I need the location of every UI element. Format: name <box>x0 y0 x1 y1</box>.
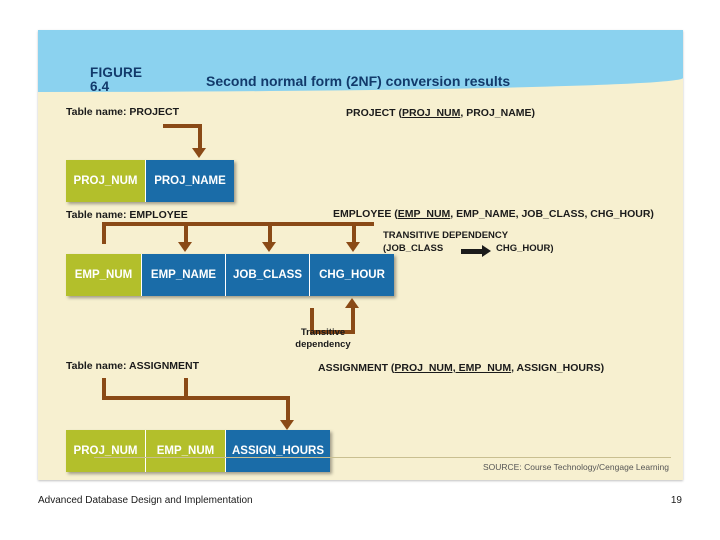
transitive-dependency-right: CHG_HOUR) <box>496 243 554 254</box>
relation-employee-key: EMP_NUM <box>397 208 451 220</box>
transitive-loop-arrow-head <box>345 298 359 308</box>
source-divider <box>94 457 671 458</box>
cell-job-class: JOB_CLASS <box>226 254 310 296</box>
footer-slide-number: 19 <box>670 495 682 506</box>
assignment-arrow-stem-left <box>102 378 106 400</box>
cell-emp-name: EMP_NAME <box>142 254 226 296</box>
figure-number-line2: 6.4 <box>90 79 110 94</box>
project-arrow-h <box>163 124 202 128</box>
relation-assignment-prefix: ASSIGNMENT ( <box>318 362 395 374</box>
table-employee: EMP_NUM EMP_NAME JOB_CLASS CHG_HOUR <box>66 254 394 296</box>
relation-employee: EMPLOYEE (EMP_NUM, EMP_NAME, JOB_CLASS, … <box>333 208 654 220</box>
cell-chg-hour: CHG_HOUR <box>310 254 394 296</box>
relation-employee-prefix: EMPLOYEE ( <box>333 208 398 220</box>
cell-assignment-proj-num: PROJ_NUM <box>66 430 146 472</box>
cell-assignment-emp-num: EMP_NUM <box>146 430 226 472</box>
employee-arrow-stem-2 <box>268 222 272 244</box>
relation-assignment-rest: , ASSIGN_HOURS) <box>511 362 605 374</box>
table-assignment: PROJ_NUM EMP_NUM ASSIGN_HOURS <box>66 430 330 472</box>
assignment-arrow-spine <box>102 396 288 400</box>
transitive-caption-line2: dependency <box>295 339 351 350</box>
figure-header-bar <box>38 30 683 78</box>
employee-arrow-head-3 <box>346 242 360 252</box>
figure-panel: Table name: PROJECT PROJECT (PROJ_NUM, P… <box>38 30 683 480</box>
project-arrow-v <box>198 124 202 150</box>
relation-assignment: ASSIGNMENT (PROJ_NUM, EMP_NUM, ASSIGN_HO… <box>318 362 604 374</box>
employee-arrow-stem-1 <box>184 222 188 244</box>
transitive-dependency-arrow-shaft <box>461 249 483 254</box>
figure-number: FIGURE 6.4 <box>90 66 142 94</box>
table-name-project: Table name: PROJECT <box>66 106 179 118</box>
table-name-assignment: Table name: ASSIGNMENT <box>66 360 200 372</box>
relation-project: PROJECT (PROJ_NUM, PROJ_NAME) <box>346 107 535 119</box>
relation-employee-rest: , EMP_NAME, JOB_CLASS, CHG_HOUR) <box>450 208 654 220</box>
employee-arrow-head-1 <box>178 242 192 252</box>
transitive-loop-spine <box>310 330 355 334</box>
source-credit: SOURCE: Course Technology/Cengage Learni… <box>482 462 669 472</box>
table-name-employee: Table name: EMPLOYEE <box>66 209 188 221</box>
footer-course-title: Advanced Database Design and Implementat… <box>38 495 253 506</box>
transitive-dependency-title: TRANSITIVE DEPENDENCY <box>383 230 509 241</box>
table-project: PROJ_NUM PROJ_NAME <box>66 160 234 202</box>
project-arrow-head <box>192 148 206 158</box>
transitive-dependency-arrow-head <box>482 245 491 257</box>
transitive-loop-stem-left <box>310 308 314 332</box>
transitive-caption-line1: Transitive <box>300 327 346 338</box>
employee-arrow-spine <box>104 222 374 226</box>
transitive-loop-stem-right <box>351 306 355 334</box>
assignment-arrow-head <box>280 420 294 430</box>
relation-project-prefix: PROJECT ( <box>346 107 403 119</box>
relation-assignment-key: PROJ_NUM, EMP_NUM <box>394 362 512 374</box>
figure-number-line1: FIGURE <box>90 65 143 80</box>
assignment-arrow-stem-right <box>286 396 290 422</box>
employee-arrow-stem-3 <box>352 222 356 244</box>
transitive-dependency-left: (JOB_CLASS <box>383 243 444 254</box>
cell-emp-num: EMP_NUM <box>66 254 142 296</box>
cell-assign-hours: ASSIGN_HOURS <box>226 430 330 472</box>
relation-project-rest: , PROJ_NAME) <box>460 107 536 119</box>
employee-arrow-head-2 <box>262 242 276 252</box>
figure-title: Second normal form (2NF) conversion resu… <box>206 73 511 89</box>
relation-project-key: PROJ_NUM <box>402 107 461 119</box>
cell-proj-num: PROJ_NUM <box>66 160 146 202</box>
assignment-arrow-stem-mid <box>184 378 188 398</box>
cell-proj-name: PROJ_NAME <box>146 160 234 202</box>
transitive-dependency-caption: Transitive dependency <box>278 327 368 351</box>
employee-arrow-stem-0 <box>102 222 106 244</box>
